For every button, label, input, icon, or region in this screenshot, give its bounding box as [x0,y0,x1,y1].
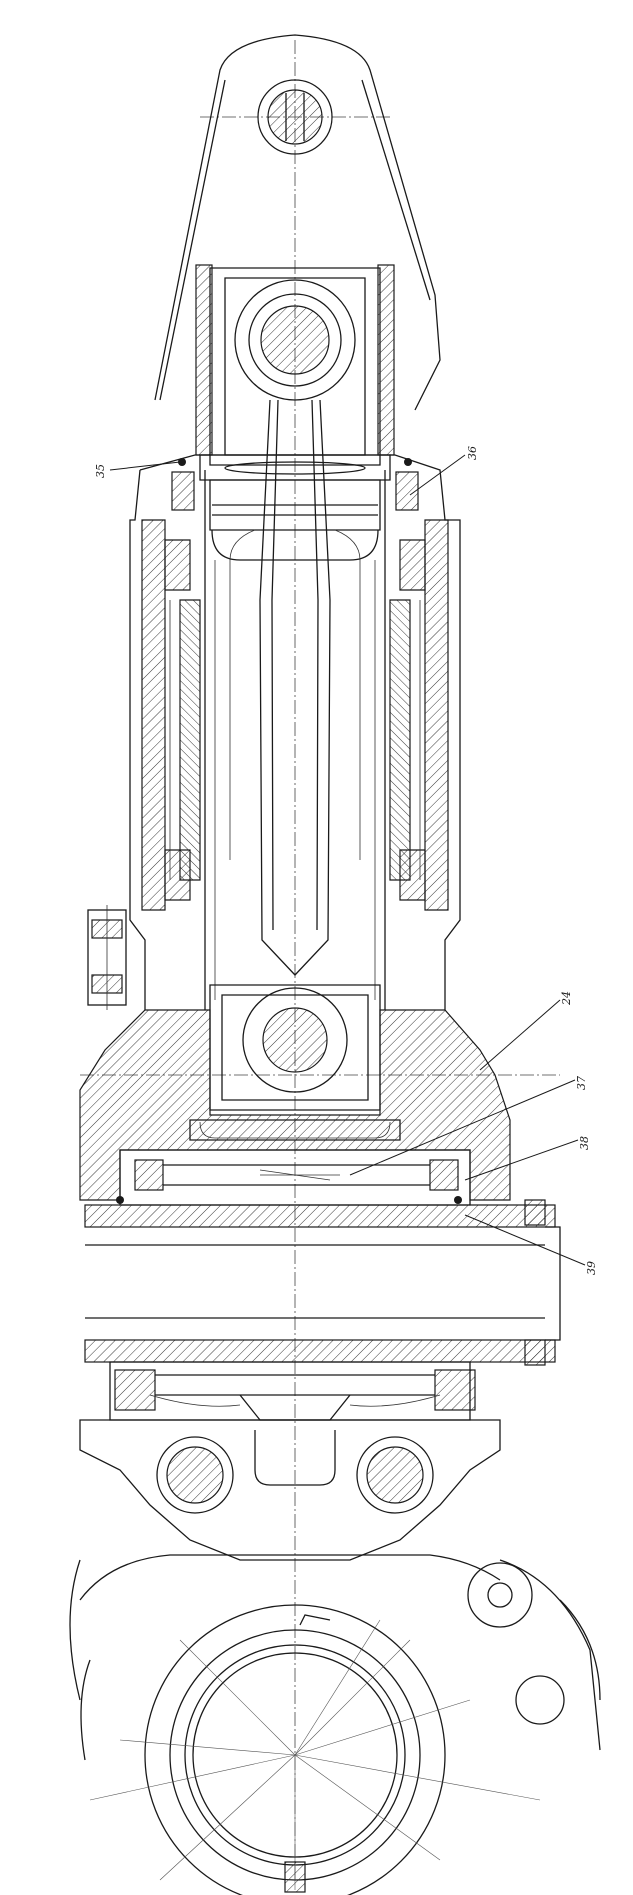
callout-label-38: 38 [578,1136,591,1150]
callout-label-35: 35 [94,464,107,478]
piston-head [171,454,419,561]
main-housing [79,1009,511,1201]
center-lines [80,40,560,1880]
wheel-hub [69,1554,601,1895]
connecting-rod [229,399,361,976]
top-lug [154,34,441,411]
bearing-upper [116,1149,471,1206]
callout-37: 37 [349,1076,588,1176]
lower-bracket [79,1419,501,1561]
callout-39: 39 [464,1214,598,1275]
callout-35: 35 [94,461,181,478]
callout-36: 36 [409,446,479,496]
callout-24: 24 [479,991,573,1071]
callout-label-37: 37 [575,1076,588,1090]
callout-label-39: 39 [585,1261,598,1275]
upper-pin-housing [195,264,395,466]
callout-38: 38 [464,1136,591,1181]
callout-label-24: 24 [560,991,573,1006]
bearing-lower [109,1361,476,1421]
callout-label-36: 36 [466,446,479,460]
axle-shaft [84,1199,561,1366]
cylinder-body [129,454,461,1010]
side-fitting [87,905,127,1010]
